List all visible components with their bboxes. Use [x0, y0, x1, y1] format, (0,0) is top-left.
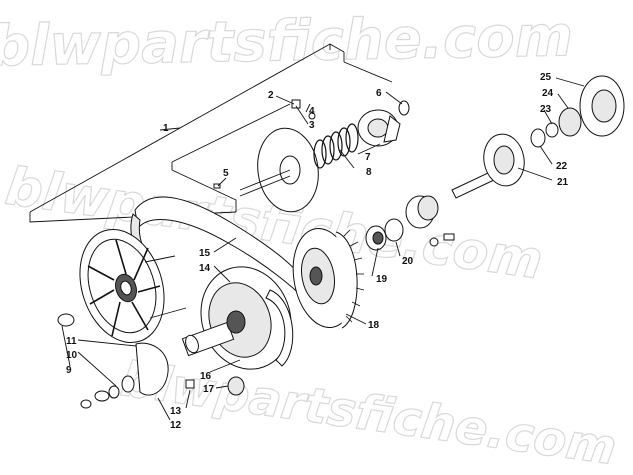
- drive-sheave: [292, 227, 365, 329]
- callout-19: 19: [376, 274, 388, 285]
- snap-ring: [398, 100, 410, 116]
- callout-21: 21: [557, 177, 569, 188]
- callout-1: 1: [163, 123, 169, 134]
- bushings: [365, 195, 455, 251]
- callout-7: 7: [365, 152, 371, 163]
- bolt: [291, 99, 301, 109]
- clutch-drum: [579, 75, 625, 137]
- callout-22: 22: [556, 161, 568, 172]
- leader-lines: [61, 77, 585, 421]
- callout-8: 8: [366, 167, 372, 178]
- driven-sheave: [79, 228, 187, 344]
- callout-3: 3: [309, 120, 315, 131]
- callout-4: 4: [309, 106, 315, 117]
- watermark-bottom: blwpartsfiche.com: [117, 351, 620, 475]
- callout-20: 20: [402, 256, 414, 267]
- output-shaft: [451, 133, 525, 199]
- screw: [308, 112, 316, 120]
- callout-17: 17: [203, 384, 215, 395]
- callout-14: 14: [199, 263, 211, 274]
- callout-23: 23: [540, 104, 552, 115]
- callout-16: 16: [200, 371, 212, 382]
- spring: [313, 123, 359, 169]
- bearing: [558, 107, 582, 137]
- callout-24: 24: [542, 88, 554, 99]
- pin: [213, 183, 221, 189]
- callout-9: 9: [66, 365, 72, 376]
- callout-6: 6: [376, 88, 382, 99]
- callouts: 1 2 3 4 5 6 7 8 9 10 11 12 13 14 15 16 1…: [66, 72, 569, 431]
- callout-15: 15: [199, 248, 211, 259]
- callout-10: 10: [66, 350, 78, 361]
- callout-18: 18: [368, 320, 380, 331]
- callout-5: 5: [223, 168, 229, 179]
- callout-11: 11: [66, 336, 77, 347]
- ring: [530, 128, 546, 148]
- callout-13: 13: [170, 406, 182, 417]
- callout-2: 2: [268, 90, 274, 101]
- washer: [545, 122, 559, 138]
- watermark-top: blwpartsfiche.com: [0, 4, 574, 79]
- moveable-sheave: [239, 127, 319, 213]
- callout-12: 12: [170, 420, 182, 431]
- callout-25: 25: [540, 72, 552, 83]
- spider-cover: [357, 109, 401, 147]
- driven-clutch-body: [181, 266, 294, 370]
- lower-parts: [57, 313, 245, 409]
